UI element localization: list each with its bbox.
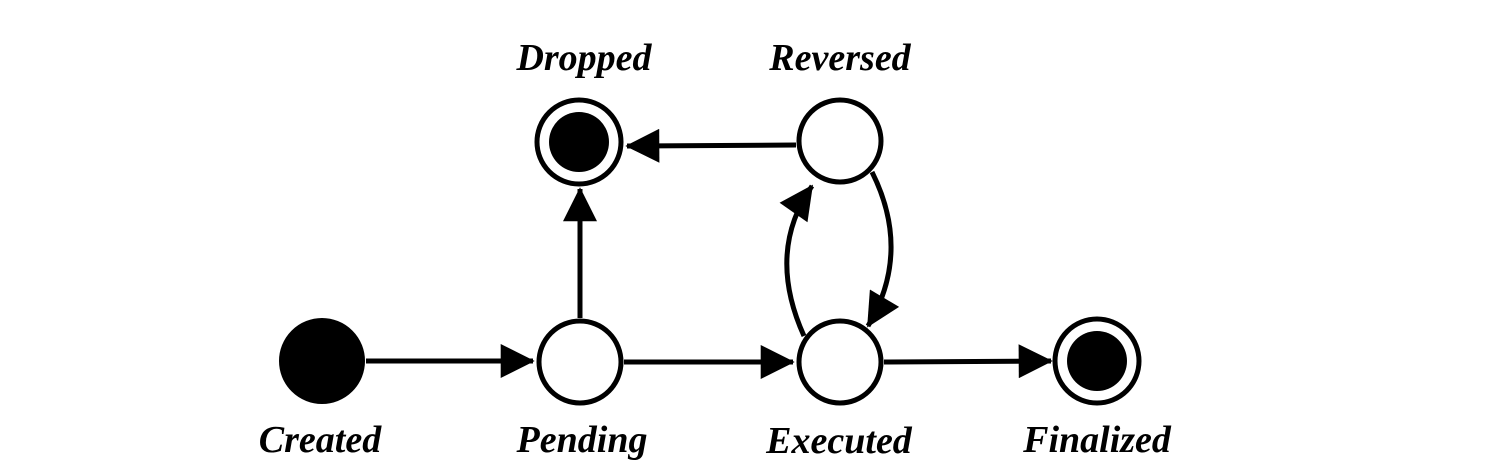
reversed-label: Reversed	[768, 37, 911, 79]
state-reversed: Reversed	[768, 37, 912, 185]
executed-circle	[796, 318, 884, 406]
state-dropped: Dropped	[515, 37, 653, 187]
state-created: Created	[259, 318, 382, 461]
reversed-circle	[796, 97, 884, 185]
pending-circle	[536, 318, 624, 406]
executed-label: Executed	[765, 420, 913, 462]
edge-executed-to-finalized	[883, 344, 1053, 379]
edge-reversed-to-executed	[865, 170, 900, 328]
dropped-inner-circle	[549, 112, 609, 172]
created-initial-circle	[279, 318, 365, 404]
created-label: Created	[259, 419, 382, 461]
states: Created Pending Executed Finalized Dropp…	[259, 37, 1172, 462]
edge-reversed-to-dropped	[625, 128, 797, 163]
pending-label: Pending	[516, 419, 648, 461]
finalized-label: Finalized	[1022, 419, 1172, 461]
state-executed: Executed	[765, 318, 913, 462]
state-finalized: Finalized	[1022, 316, 1172, 461]
state-pending: Pending	[516, 318, 648, 461]
dropped-label: Dropped	[515, 37, 652, 79]
transitions	[366, 128, 1053, 379]
finalized-inner-circle	[1067, 331, 1127, 391]
edge-executed-to-reversed	[779, 184, 815, 338]
